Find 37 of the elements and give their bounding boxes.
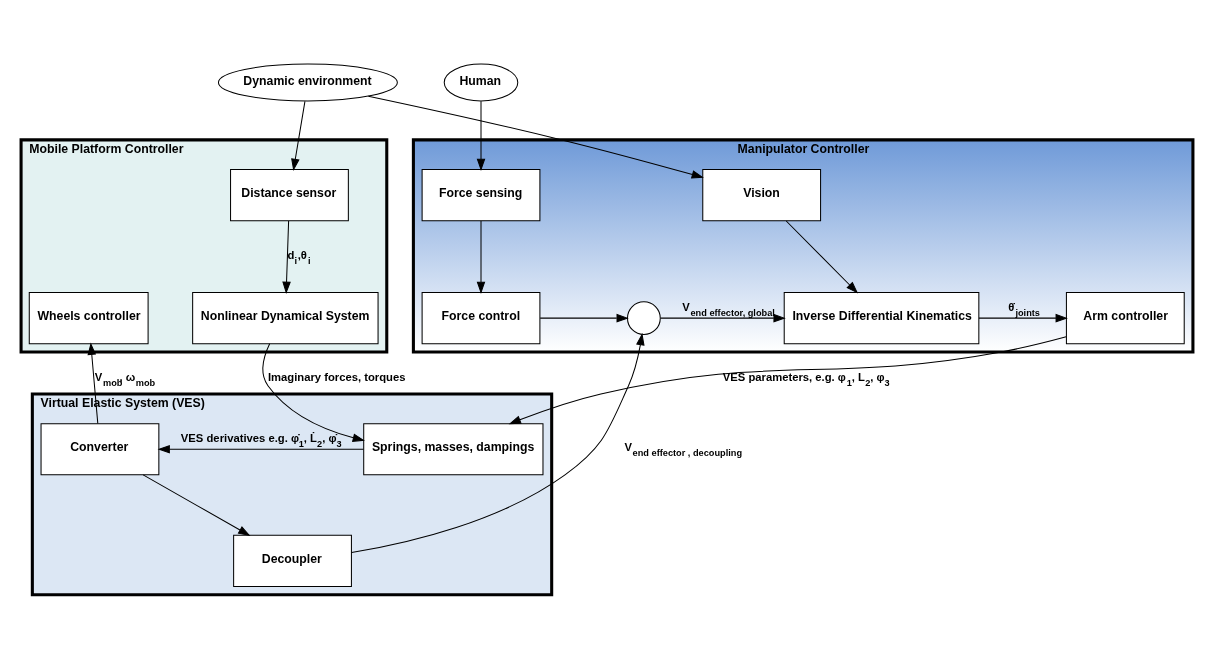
edge-label: VES derivatives e.g. φ̇$_{1}$, L̇$_{2}$, φ̇$_{3}$ bbox=[180, 431, 342, 449]
node-box: Arm controller bbox=[1065, 292, 1185, 345]
arrow bbox=[282, 220, 291, 294]
node-box: Distance sensor bbox=[230, 169, 349, 222]
node-box: Springs, masses, dampings bbox=[363, 423, 544, 476]
node-box: Wheels controller bbox=[28, 292, 149, 345]
arrow bbox=[262, 343, 365, 442]
edge-label: θ̇$_{joints}$ bbox=[1008, 300, 1040, 318]
arrow bbox=[367, 95, 704, 179]
arrow bbox=[142, 474, 251, 536]
arrow bbox=[476, 220, 486, 294]
node-box: Decoupler bbox=[233, 534, 352, 587]
node-ellipse: Dynamic environment bbox=[217, 63, 398, 102]
arrow bbox=[978, 313, 1068, 323]
edge-label: V$_{end effector, global}$ bbox=[682, 300, 775, 318]
node-circle bbox=[627, 301, 661, 336]
node-box: Vision bbox=[702, 169, 822, 222]
edge-label: Imaginary forces, torques bbox=[267, 371, 406, 384]
edge-label: d$_{i}$,θ$_{i}$ bbox=[287, 248, 311, 266]
arrow bbox=[539, 313, 629, 323]
arrow bbox=[508, 336, 1067, 425]
edge-label: VES parameters, e.g. φ$_{1}$, L$_{2}$, φ$_{3}$ bbox=[722, 371, 890, 389]
node-box: Nonlinear Dynamical System bbox=[192, 292, 379, 345]
arrow bbox=[476, 100, 486, 171]
arrow bbox=[351, 333, 645, 554]
edge-label: V$_{mob}$, ω$_{mob}$ bbox=[94, 371, 156, 389]
node-ellipse: Human bbox=[443, 63, 519, 102]
node-box: Inverse Differential Kinematics bbox=[783, 292, 980, 345]
arrow bbox=[785, 220, 859, 294]
arrow bbox=[660, 313, 786, 323]
arrow bbox=[157, 444, 364, 454]
node-box: Converter bbox=[40, 423, 160, 476]
edge-label: V$_{end effector , decoupling}$ bbox=[624, 441, 743, 459]
arrow bbox=[291, 100, 306, 171]
node-box: Force sensing bbox=[421, 169, 541, 222]
node-box: Force control bbox=[421, 292, 541, 345]
arrow bbox=[87, 342, 99, 424]
